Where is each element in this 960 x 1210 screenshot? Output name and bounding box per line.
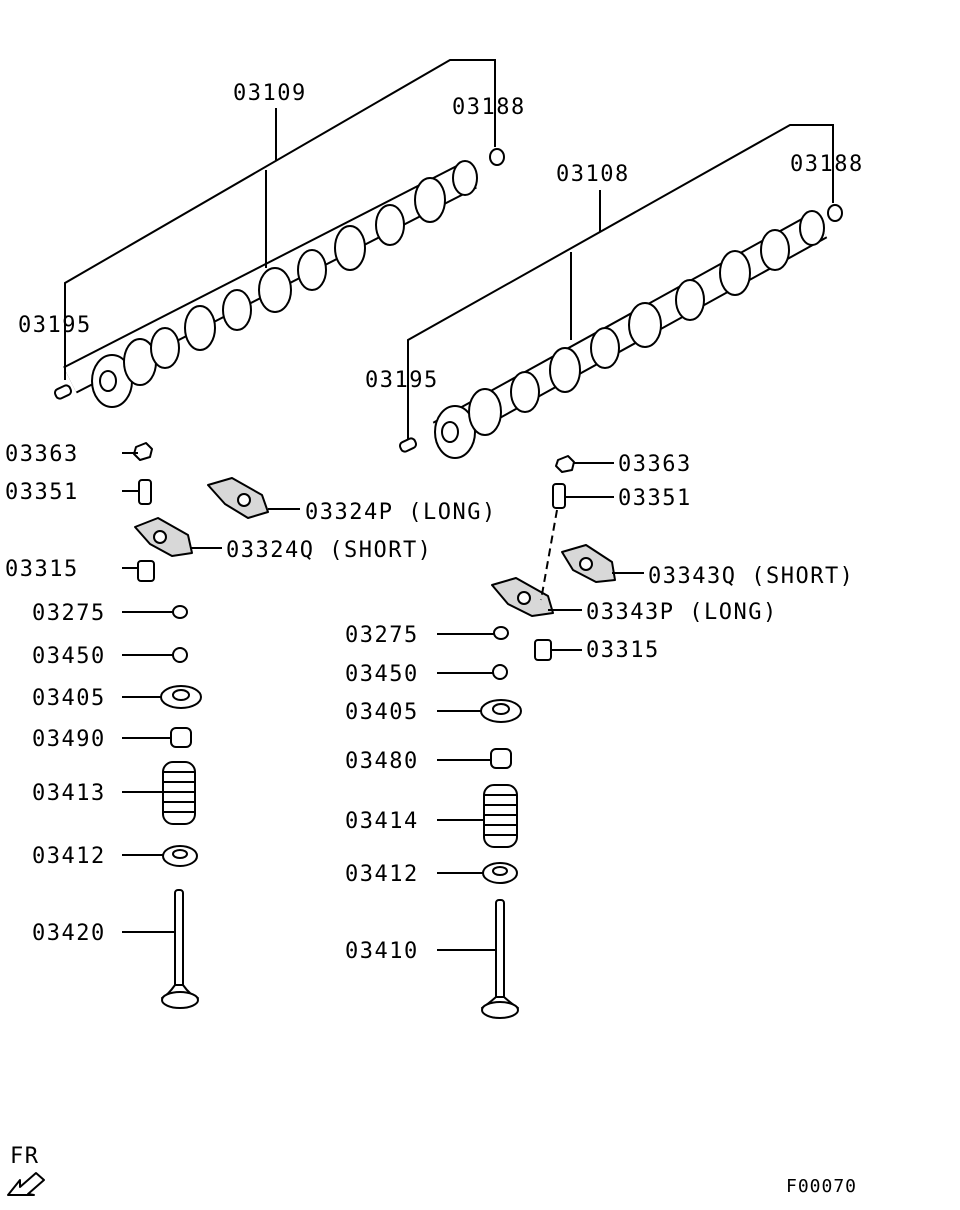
spring-seat-left[interactable] (162, 845, 198, 867)
label-shaft-right: 03315 (586, 638, 660, 663)
label-spring-right: 03414 (345, 809, 419, 834)
shaft-left[interactable] (137, 560, 155, 582)
pin-right[interactable] (398, 437, 418, 453)
plug-right[interactable] (827, 204, 843, 222)
label-spring-seat-right: 03412 (345, 862, 419, 887)
label-arm-long-right: 03343P (LONG) (586, 600, 778, 625)
label-retainer-left: 03450 (32, 644, 106, 669)
valve-stem-seal-right[interactable] (490, 748, 512, 769)
camshaft-right[interactable] (432, 210, 828, 459)
rocker-arm-short-left[interactable] (134, 517, 193, 557)
label-cam-right: 03108 (556, 162, 630, 187)
label-spring-seat-left: 03412 (32, 844, 106, 869)
label-arm-long-left: 03324P (LONG) (305, 500, 497, 525)
rocker-arm-long-left[interactable] (207, 477, 269, 519)
rocker-arm-long-right[interactable] (491, 577, 554, 617)
adjusting-screw-left[interactable] (138, 479, 152, 505)
adjusting-screw-right[interactable] (552, 483, 566, 509)
figure-code: F00070 (786, 1176, 857, 1197)
label-shaft-left: 03315 (5, 557, 79, 582)
label-key-right: 03275 (345, 623, 419, 648)
nut-left[interactable] (133, 442, 153, 461)
label-seat-right: 03405 (345, 700, 419, 725)
label-pin-left: 03195 (18, 313, 92, 338)
spring-retainer-left[interactable] (160, 685, 202, 709)
valve-right[interactable] (481, 899, 519, 1019)
label-screw-left: 03351 (5, 480, 79, 505)
label-spring-left: 03413 (32, 781, 106, 806)
spring-retainer-right[interactable] (480, 699, 522, 723)
retainer-left[interactable] (172, 647, 188, 663)
label-plug-left: 03188 (452, 95, 526, 120)
label-key-left: 03275 (32, 601, 106, 626)
label-arm-short-right: 03343Q (SHORT) (648, 564, 854, 589)
valve-spring-left[interactable] (162, 761, 196, 825)
plug-left[interactable] (489, 148, 505, 166)
label-valve-right: 03410 (345, 939, 419, 964)
label-pin-right: 03195 (365, 368, 439, 393)
valve-spring-right[interactable] (483, 784, 518, 848)
valve-left[interactable] (161, 889, 199, 1009)
label-seal-left: 03490 (32, 727, 106, 752)
label-valve-left: 03420 (32, 921, 106, 946)
rocker-arm-short-right[interactable] (561, 544, 616, 583)
label-seal-right: 03480 (345, 749, 419, 774)
label-seat-left: 03405 (32, 686, 106, 711)
nut-right[interactable] (555, 455, 575, 473)
front-direction-marker: FR (7, 1144, 45, 1196)
leader-lines-left-stack (122, 452, 300, 933)
front-arrow-icon (7, 1172, 45, 1196)
front-marker-label: FR (10, 1144, 40, 1169)
dashed-guide-right (540, 509, 558, 601)
label-nut-left: 03363 (5, 442, 79, 467)
label-screw-right: 03351 (618, 486, 692, 511)
camshaft-left[interactable] (63, 160, 478, 408)
valve-key-right[interactable] (493, 626, 509, 640)
label-plug-right: 03188 (790, 152, 864, 177)
retainer-right[interactable] (492, 664, 508, 680)
label-retainer-right: 03450 (345, 662, 419, 687)
label-cam-left: 03109 (233, 81, 307, 106)
leader-lines-camshafts (64, 59, 834, 440)
spring-seat-right[interactable] (482, 862, 518, 884)
valve-key-left[interactable] (172, 605, 188, 619)
label-nut-right: 03363 (618, 452, 692, 477)
valve-stem-seal-left[interactable] (170, 727, 192, 748)
leader-lines-right-stack (437, 462, 644, 951)
label-arm-short-left: 03324Q (SHORT) (226, 538, 432, 563)
pin-left[interactable] (53, 384, 73, 400)
shaft-right[interactable] (534, 639, 552, 661)
